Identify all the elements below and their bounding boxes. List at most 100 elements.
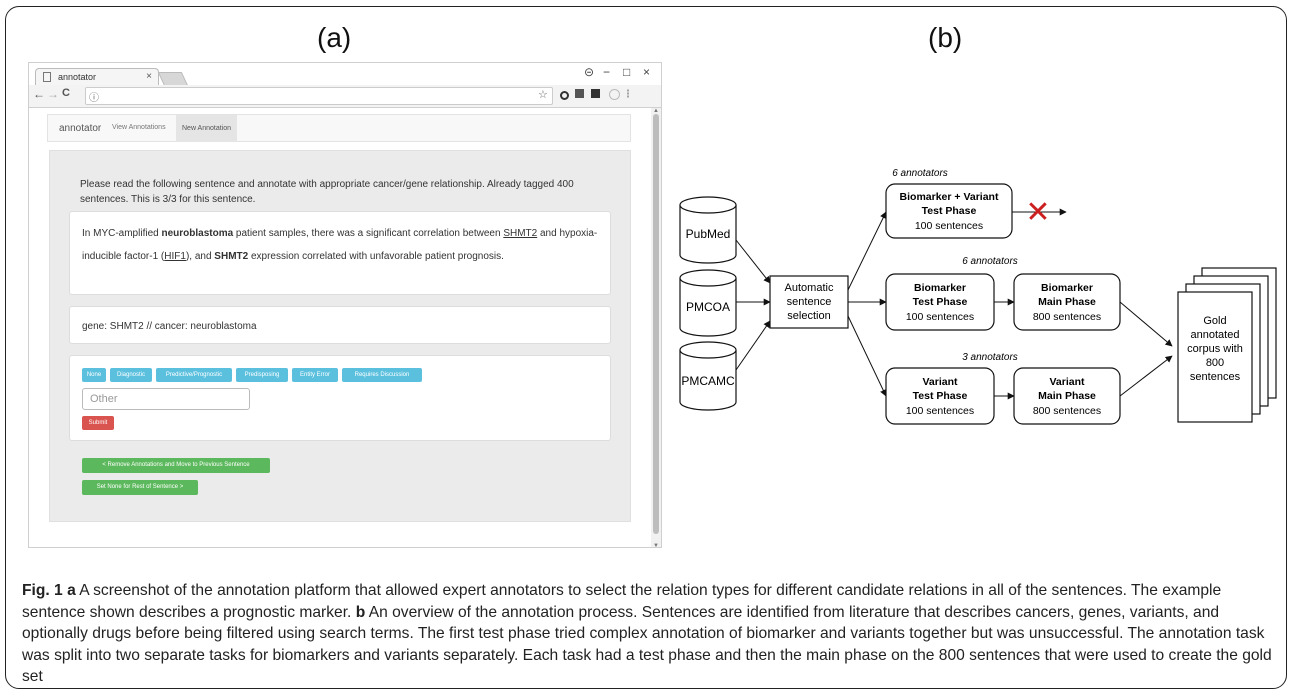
selection-label: selection (787, 310, 830, 322)
box-title: Biomarker (914, 282, 966, 294)
sentence-part: expression correlated with unfavorable p… (248, 251, 504, 262)
box-phase: Test Phase (922, 205, 977, 217)
panel-label-a: (a) (317, 22, 352, 53)
nav-view-annotations[interactable]: View Annotations (112, 124, 166, 131)
tab-title: annotator (58, 72, 97, 82)
source-label: PMCOA (686, 300, 730, 314)
arrow (735, 320, 771, 371)
sentence-part: In MYC-amplified (82, 228, 162, 239)
menu-kebab-icon[interactable] (627, 89, 629, 98)
box-phase: Main Phase (1038, 390, 1096, 402)
annotator-count: 6 annotators (962, 256, 1018, 267)
sentence-text: In MYC-amplified neuroblastoma patient s… (70, 212, 610, 278)
reload-icon[interactable]: C (62, 87, 70, 99)
gene-cancer-pair: gene: SHMT2 // cancer: neuroblastoma (82, 321, 257, 332)
fail-cross-icon: ✕ (1025, 196, 1050, 229)
scroll-down-icon[interactable]: ▼ (653, 543, 659, 548)
gene-mention: HIF1 (164, 251, 186, 262)
caption-fig-label: Fig. 1 (22, 582, 63, 599)
label-diagnostic-button[interactable]: Diagnostic (110, 368, 152, 382)
site-info-icon[interactable]: ⓘ (89, 93, 99, 104)
sentence-part: and hypoxia-inducible factor-1 ( (82, 228, 598, 262)
sentence-card: In MYC-amplified neuroblastoma patient s… (69, 211, 611, 295)
source-pmcamc: PMCAMC (679, 341, 737, 411)
extension-save-icon[interactable] (591, 89, 600, 98)
selection-label: Automatic (785, 282, 834, 294)
arrow (847, 211, 887, 291)
annotation-process-diagram: PubMed PMCOA PMCAMC Automatic sentence s… (679, 168, 1277, 425)
box-phase: Main Phase (1038, 296, 1096, 308)
box-count: 100 sentences (906, 405, 974, 417)
source-label: PubMed (686, 227, 731, 241)
gold-corpus-stack: Gold annotated corpus with 800 sentences (1177, 267, 1277, 423)
browser-window: annotator × ⊝ − □ × ← → C ⓘ ☆ annotator … (28, 62, 662, 548)
other-label-input[interactable]: Other (82, 388, 250, 410)
label-entity-error-button[interactable]: Entity Error (292, 368, 338, 382)
scroll-up-icon[interactable]: ▲ (653, 108, 659, 114)
box-count: 100 sentences (906, 311, 974, 323)
source-pubmed: PubMed (679, 196, 737, 264)
sentence-part: ), and (185, 251, 215, 262)
variant-main-phase: Variant Main Phase 800 sentences (1013, 367, 1121, 425)
tab-close-icon[interactable]: × (146, 71, 152, 82)
arrow (1119, 301, 1173, 347)
caption-b-label: b (355, 603, 366, 621)
extension-circle-icon[interactable] (609, 89, 620, 100)
label-card: None Diagnostic Predictive/Prognostic Pr… (69, 355, 611, 441)
browser-tab[interactable]: annotator × (35, 68, 159, 85)
back-icon[interactable]: ← (33, 87, 45, 101)
selection-label: sentence (787, 296, 832, 308)
source-pmcoa: PMCOA (679, 269, 737, 337)
label-predisposing-button[interactable]: Predisposing (236, 368, 288, 382)
box-phase: Test Phase (913, 390, 968, 402)
variant-test-phase: Variant Test Phase 100 sentences (885, 367, 995, 425)
extension-box-icon[interactable] (575, 89, 584, 98)
address-bar-row: ← → C ⓘ ☆ (29, 85, 661, 108)
caption-b-text: An overview of the annotation process. S… (22, 603, 1272, 686)
app-navbar: annotator View Annotations New Annotatio… (47, 114, 631, 142)
biomarker-main-phase: Biomarker Main Phase 800 sentences (1013, 273, 1121, 331)
minimize-icon[interactable]: − (603, 65, 611, 79)
box-title: Biomarker (1041, 282, 1093, 294)
set-none-rest-button[interactable]: Set None for Rest of Sentence > (82, 480, 198, 495)
box-count: 800 sentences (1033, 311, 1101, 323)
gene-mention: SHMT2 (214, 251, 249, 262)
selection-box: Automatic sentence selection (769, 275, 849, 329)
url-input[interactable]: ⓘ ☆ (85, 87, 553, 105)
combined-test-phase: Biomarker + Variant Test Phase 100 sente… (885, 183, 1013, 239)
instructions-text: Please read the following sentence and a… (80, 179, 574, 205)
nav-new-annotation[interactable]: New Annotation (176, 115, 238, 142)
biomarker-test-phase: Biomarker Test Phase 100 sentences (885, 273, 995, 331)
source-label: PMCAMC (681, 374, 735, 388)
tab-bar: annotator × ⊝ − □ × (29, 63, 661, 86)
annotator-count: 3 annotators (962, 352, 1018, 363)
label-none-button[interactable]: None (82, 368, 106, 382)
page-icon (43, 72, 51, 82)
new-tab-button[interactable] (157, 72, 189, 86)
label-predictive-prognostic-button[interactable]: Predictive/Prognostic (156, 368, 232, 382)
app-brand[interactable]: annotator (59, 123, 102, 134)
scroll-thumb[interactable] (653, 114, 659, 534)
account-icon[interactable]: ⊝ (584, 65, 595, 79)
vertical-scrollbar[interactable]: ▲ ▼ (651, 108, 661, 548)
bookmark-star-icon[interactable]: ☆ (538, 89, 548, 101)
label-requires-discussion-button[interactable]: Requires Discussion (342, 368, 422, 382)
box-count: 100 sentences (915, 220, 983, 232)
box-title: Biomarker + Variant (900, 191, 999, 203)
figure-caption: Fig. 1 a A screenshot of the annotation … (22, 580, 1272, 688)
forward-icon[interactable]: → (47, 87, 59, 101)
gold-label: sentences (1190, 371, 1241, 383)
extension-glasses-icon[interactable] (560, 91, 569, 100)
submit-button[interactable]: Submit (82, 416, 114, 430)
close-window-icon[interactable]: × (643, 65, 651, 79)
gold-label: corpus with (1187, 343, 1243, 355)
arrow (847, 315, 887, 397)
previous-sentence-button[interactable]: < Remove Annotations and Move to Previou… (82, 458, 270, 473)
panel-label-b: (b) (928, 22, 963, 53)
gold-label: annotated (1191, 329, 1240, 341)
caption-a-label: a (67, 582, 76, 599)
cancer-mention: neuroblastoma (161, 228, 234, 239)
pair-card: gene: SHMT2 // cancer: neuroblastoma (69, 306, 611, 344)
maximize-icon[interactable]: □ (623, 65, 631, 79)
box-count: 800 sentences (1033, 405, 1101, 417)
